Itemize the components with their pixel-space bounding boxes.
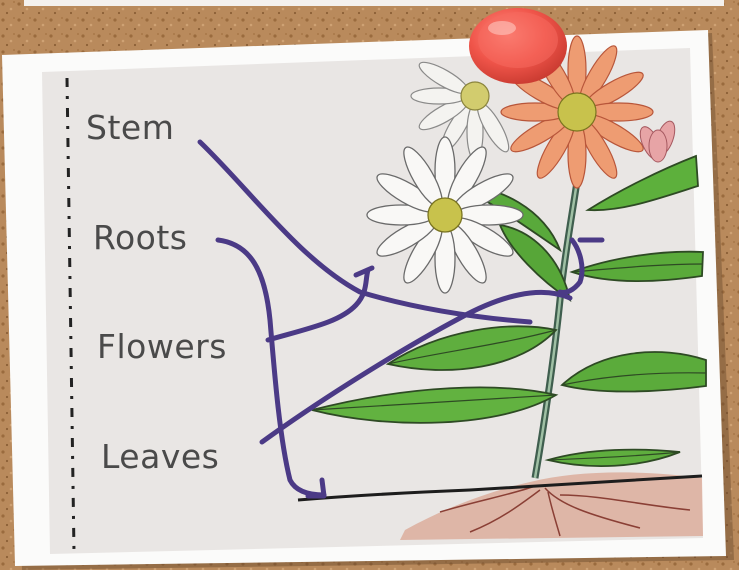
label-stem: Stem [86,108,174,147]
label-leaves: Leaves [101,437,219,476]
paper-edge-top [24,0,724,6]
pushpin-icon [469,8,567,84]
label-roots: Roots [93,218,187,257]
label-flowers: Flowers [97,327,227,366]
